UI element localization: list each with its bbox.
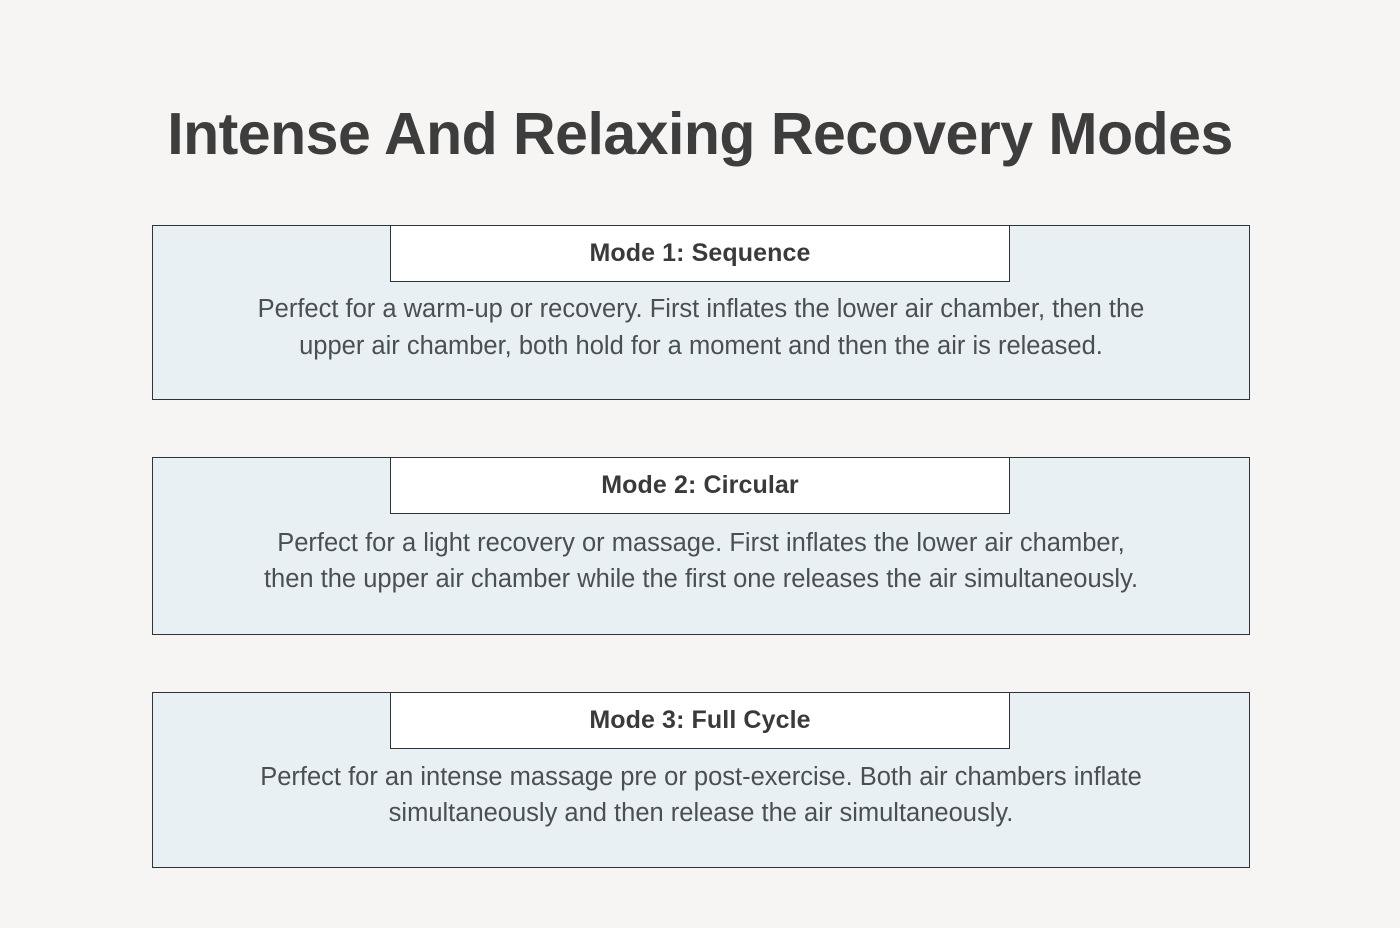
mode-card-2-header: Mode 2: Circular [390, 457, 1010, 514]
mode-card-3-description: Perfect for an intense massage pre or po… [260, 762, 1142, 827]
mode-card-1-header: Mode 1: Sequence [390, 225, 1010, 282]
mode-card-3: Mode 3: Full Cycle Perfect for an intens… [152, 692, 1250, 868]
mode-card-3-header: Mode 3: Full Cycle [390, 692, 1010, 749]
mode-card-2-header-label: Mode 2: Circular [601, 471, 799, 499]
mode-card-3-header-label: Mode 3: Full Cycle [589, 706, 811, 734]
page-title: Intense And Relaxing Recovery Modes [167, 100, 1233, 167]
mode-card-2: Mode 2: Circular Perfect for a light rec… [152, 457, 1250, 635]
mode-card-1-header-label: Mode 1: Sequence [589, 239, 811, 267]
mode-card-2-description: Perfect for a light recovery or massage.… [263, 528, 1139, 593]
mode-card-1: Mode 1: Sequence Perfect for a warm-up o… [152, 225, 1250, 400]
mode-card-list: Mode 1: Sequence Perfect for a warm-up o… [152, 195, 1250, 868]
mode-card-1-description: Perfect for a warm-up or recovery. First… [257, 295, 1145, 360]
